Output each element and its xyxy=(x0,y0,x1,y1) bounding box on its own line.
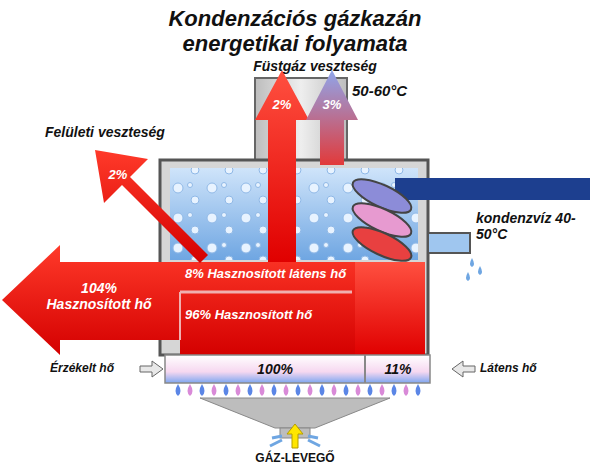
loss-percent: 2% xyxy=(100,168,136,183)
flame xyxy=(380,384,385,396)
loss-percent: 3% xyxy=(312,98,352,113)
flame xyxy=(248,384,253,396)
flame xyxy=(272,384,277,396)
input-percent: 11% xyxy=(368,361,428,377)
flame xyxy=(236,384,241,396)
flame xyxy=(320,384,325,396)
flame xyxy=(224,384,229,396)
diagram-title: Kondenzációs gázkazán energetikai folyam… xyxy=(145,6,445,57)
latent-heat-label: Látens hő xyxy=(480,362,570,376)
loss-percent: 2% xyxy=(262,98,302,113)
gas-air-label: GÁZ-LEVEGŐ xyxy=(235,452,355,466)
flame xyxy=(188,384,193,396)
flame xyxy=(344,384,349,396)
flame xyxy=(296,384,301,396)
useful-heat-label: 104% Hasznosított hő xyxy=(40,280,158,312)
flame xyxy=(260,384,265,396)
flame xyxy=(404,384,409,396)
flame xyxy=(176,384,181,396)
flue-loss-label: Füstgáz veszteség xyxy=(245,58,385,74)
flame xyxy=(416,384,421,396)
input-percent: 100% xyxy=(240,361,310,377)
flame xyxy=(332,384,337,396)
flame xyxy=(308,384,313,396)
condensate-label: kondenzvíz 40-50°C xyxy=(476,210,576,242)
flame xyxy=(392,384,397,396)
useful-heat-label: 96% Hasznosított hő xyxy=(185,308,357,323)
flame xyxy=(200,384,205,396)
flue-temperature: 50-60°C xyxy=(352,82,432,99)
flame xyxy=(212,384,217,396)
flame xyxy=(356,384,361,396)
latent-heat-label: 8% Hasznosított látens hő xyxy=(185,267,357,282)
surface-loss-label: Felületi veszteség xyxy=(45,124,185,140)
flame xyxy=(368,384,373,396)
flame xyxy=(284,384,289,396)
sensed-heat-label: Érzékelt hő xyxy=(50,362,140,376)
